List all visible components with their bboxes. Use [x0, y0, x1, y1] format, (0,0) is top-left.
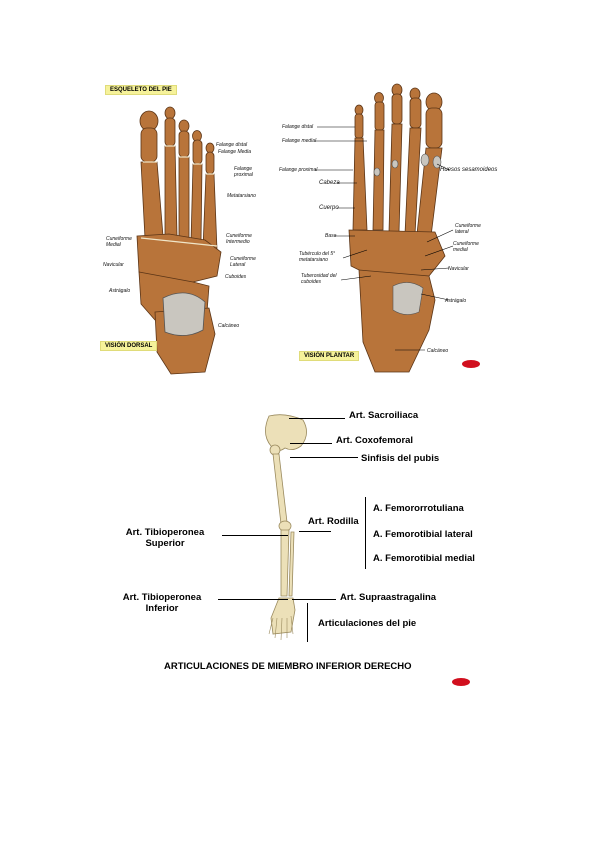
dorsal-label-metatarsiano: Metatarsiano [227, 193, 256, 199]
line-tibioperonea-inferior [218, 599, 288, 601]
label-art-supraastragalina: Art. Supraastragalina [340, 592, 437, 603]
label-art-sacroiliaca: Art. Sacroiliaca [349, 410, 419, 421]
label-art-coxofemoral: Art. Coxofemoral [336, 435, 414, 446]
plantar-label-cabeza: Cabeza [319, 180, 340, 186]
marker-dot-top [462, 360, 480, 368]
dorsal-label-navicular: Navicular [103, 262, 124, 268]
plantar-label-tuberosidad: Tuberosidad del cuboides [301, 273, 337, 285]
line-sacroiliaca [289, 418, 345, 420]
plantar-label-cuneiforme-medial: Cuneiforme medial [453, 241, 479, 253]
label-femorotibial-medial: A. Femorotibial medial [373, 553, 475, 564]
label-tibioperonea-inferior-line1: Art. Tibioperonea [122, 592, 202, 603]
plantar-label-falange-proximal: Falange proximal [279, 167, 318, 173]
label-tibioperonea-superior-line2: Superior [145, 538, 185, 549]
label-art-rodilla: Art. Rodilla [308, 516, 359, 527]
bracket-pie [307, 603, 309, 642]
lower-limb-skeleton-illustration [265, 414, 307, 641]
plantar-view-tag: VISIÓN PLANTAR [299, 351, 360, 361]
dorsal-view-figure: ESQUELETO DEL PIE VISIÓN DORSAL Falange … [97, 76, 265, 376]
plantar-label-calcaneo: Calcáneo [427, 348, 449, 354]
dorsal-label-falange-proximal: Falange proximal [234, 166, 253, 178]
bracket-rodilla [365, 497, 367, 569]
plantar-label-cuneiforme-lateral: Cuneiforme lateral [455, 223, 481, 235]
plantar-label-tuberculo: Tubérculo del 5° metatarsiano [299, 251, 336, 263]
label-articulaciones-pie: Articulaciones del pie [318, 618, 417, 629]
plantar-label-astragalo: Astrágalo [445, 298, 467, 304]
label-tibioperonea-inferior-line2: Inferior [145, 603, 179, 614]
label-tibioperonea-superior: Art. Tibioperonea Superior [119, 527, 211, 549]
marker-dot-bottom [452, 678, 470, 686]
dorsal-label-cuboides: Cuboides [225, 274, 247, 280]
dorsal-label-falange-media: Falange Media [218, 149, 252, 155]
line-coxofemoral [290, 443, 332, 445]
dorsal-label-cuneiforme-intermedio: Cuneiforme Intermedio [226, 233, 252, 245]
dorsal-view-tag: VISIÓN DORSAL [100, 341, 158, 351]
dorsal-label-calcaneo: Calcáneo [218, 323, 240, 329]
plantar-label-base: Base [325, 233, 337, 239]
label-sinfisis-pubis: Sinfisis del pubis [361, 453, 440, 464]
plantar-label-huesos-sesamoideos: Huesos sesamoideos [440, 167, 498, 173]
dorsal-label-falange-distal: Falange distal [216, 142, 248, 148]
line-sinfisis [290, 457, 358, 459]
line-rodilla [299, 531, 331, 533]
dorsal-label-astragalo: Astrágalo [109, 288, 131, 294]
dorsal-title-tag: ESQUELETO DEL PIE [105, 85, 177, 95]
plantar-label-navicular: Navicular [448, 266, 469, 272]
plantar-label-falange-medial: Falange medial [282, 138, 317, 144]
plantar-label-cuerpo: Cuerpo [319, 205, 339, 211]
dorsal-label-cuneiforme-medial: Cuneiforme Medial [106, 236, 132, 248]
line-tibioperonea-superior [222, 535, 288, 537]
plantar-view-figure: VISIÓN PLANTAR Falange distal Falange me… [279, 80, 499, 376]
line-supraastragalina [292, 599, 336, 601]
figure-caption: ARTICULACIONES DE MIEMBRO INFERIOR DEREC… [164, 661, 412, 672]
dorsal-label-cuneiforme-lateral: Cuneiforme Lateral [230, 256, 256, 268]
label-femororrotuliana: A. Femororrotuliana [373, 503, 464, 514]
label-tibioperonea-inferior: Art. Tibioperonea Inferior [116, 592, 208, 614]
label-femorotibial-lateral: A. Femorotibial lateral [373, 529, 473, 540]
plantar-foot-illustration [315, 83, 454, 373]
dorsal-foot-illustration [136, 106, 222, 375]
plantar-label-falange-distal: Falange distal [282, 124, 314, 130]
label-tibioperonea-superior-line1: Art. Tibioperonea [125, 527, 205, 538]
